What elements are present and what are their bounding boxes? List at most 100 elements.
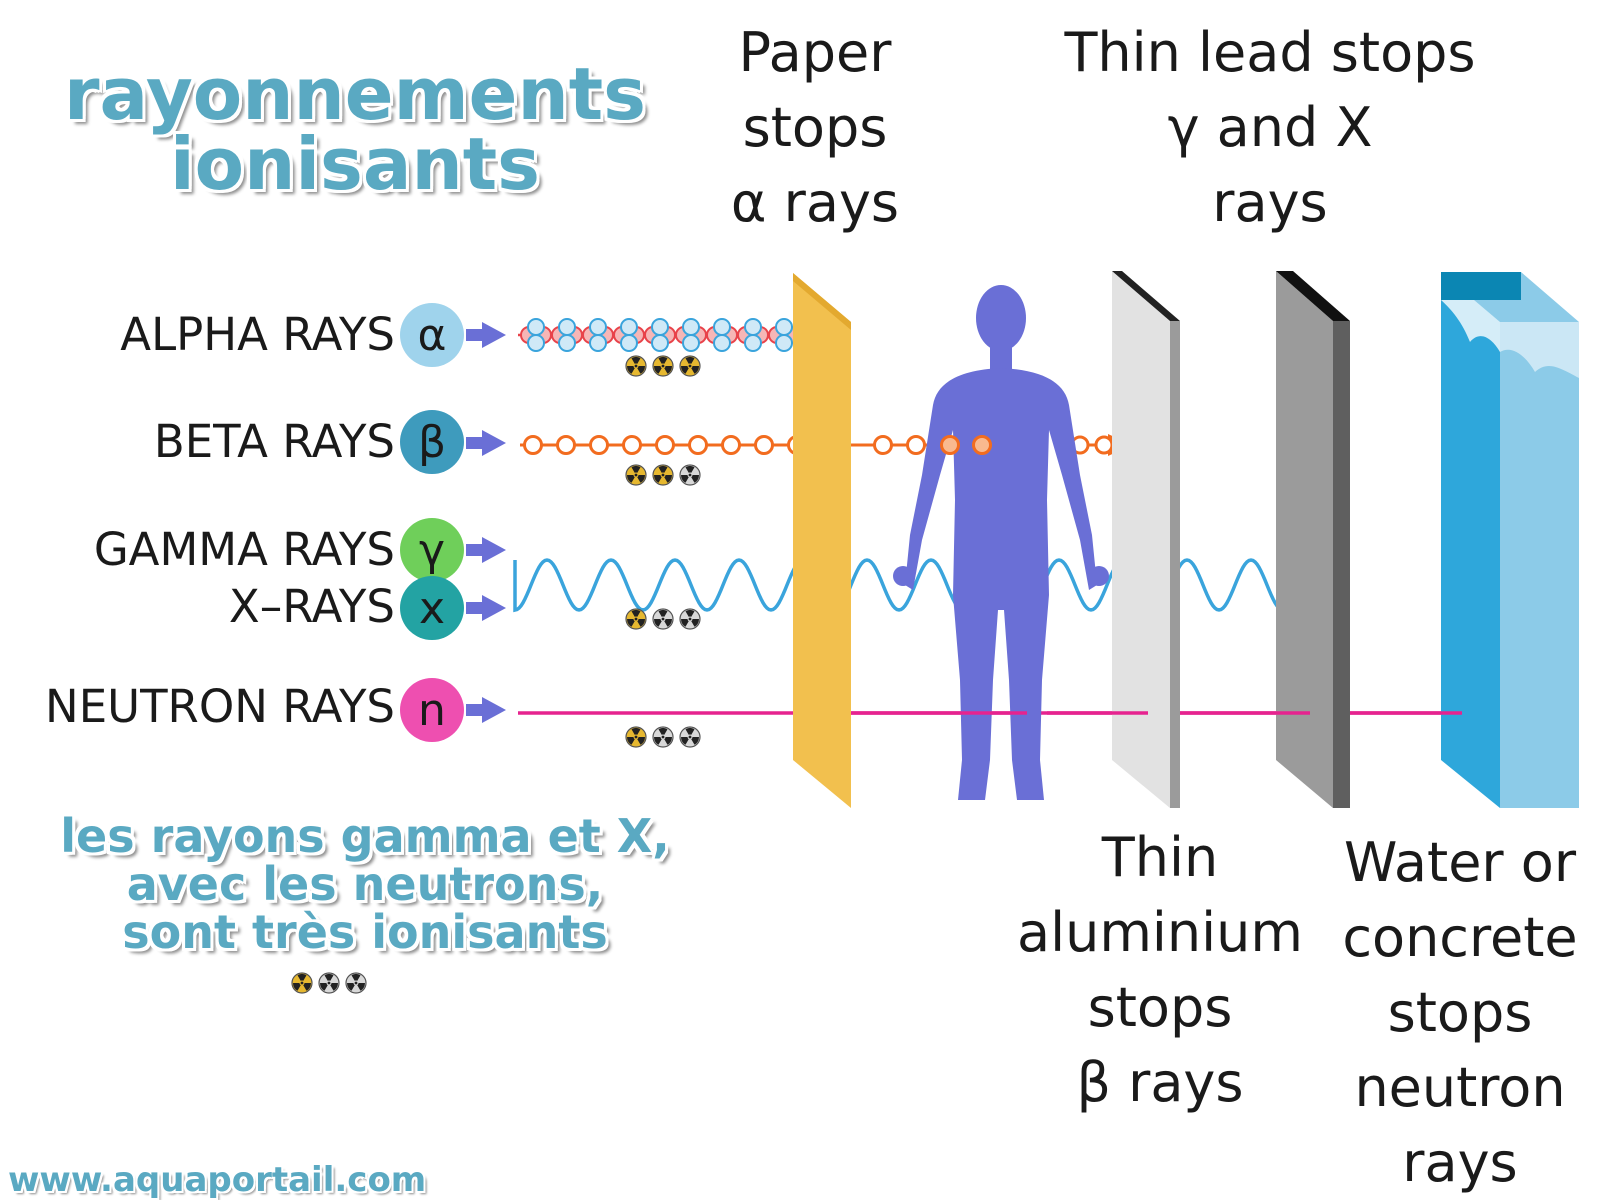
alpha-particle: [675, 318, 707, 352]
note-line-3: sont très ionisants: [122, 905, 608, 959]
note-hazard-rating: [291, 972, 367, 994]
beta-ray-label: BETA RAYS: [153, 415, 395, 468]
water-caption-line: concrete: [1342, 906, 1578, 969]
xray-symbol-badge: x: [400, 576, 464, 640]
beta-particle: [556, 435, 576, 455]
alpha-particle: [737, 318, 769, 352]
alpha-symbol-badge: α: [400, 303, 464, 367]
input-arrows: [466, 322, 506, 723]
beta-symbol-badge: β: [400, 410, 464, 474]
ionising-note: les rayons gamma et X, avec les neutrons…: [20, 812, 710, 956]
paper-caption-line: Paper: [738, 21, 892, 84]
paper-caption: Paper stops α rays: [700, 15, 930, 240]
lead-barrier: [1276, 271, 1333, 808]
lead-caption-line: γ and X: [1167, 96, 1373, 159]
title-line-1: rayonnements: [63, 52, 646, 136]
alpha-particle-stream: [518, 318, 812, 352]
paper-barrier-edge: [793, 273, 851, 330]
water-caption-line: rays: [1402, 1131, 1518, 1194]
alpha-hazard-rating: [625, 355, 701, 377]
diagram-title: rayonnements ionisants: [60, 58, 650, 200]
lead-barrier-side: [1333, 321, 1350, 808]
alpha-particle: [644, 318, 676, 352]
neutron-hazard-rating: [625, 726, 701, 748]
beta-particle: [721, 435, 741, 455]
aluminium-barrier: [1112, 271, 1170, 808]
lead-barrier-top: [1276, 271, 1350, 321]
alpha-particle: [613, 318, 645, 352]
note-line-2: avec les neutrons,: [126, 857, 604, 911]
radiation-hazard-icon: [679, 726, 701, 748]
radiation-hazard-icon: [652, 726, 674, 748]
alpha-particle: [706, 318, 738, 352]
alpha-ray-label: ALPHA RAYS: [120, 308, 395, 361]
water-caption-line: stops: [1387, 981, 1533, 1044]
radiation-hazard-icon: [625, 608, 647, 630]
lead-caption: Thin lead stops γ and X rays: [1060, 15, 1480, 240]
beta-input-arrow: [466, 430, 506, 456]
human-figure: [893, 285, 1109, 800]
radiation-hazard-icon: [652, 355, 674, 377]
beta-particle: [1094, 435, 1114, 455]
radiation-hazard-icon: [652, 608, 674, 630]
beta-particle-in-body: [940, 435, 960, 455]
xray-label: X–RAYS: [228, 580, 395, 633]
lead-caption-line: rays: [1212, 171, 1328, 234]
aluminium-caption-line: Thin: [1101, 826, 1219, 889]
aluminium-caption-line: stops: [1087, 976, 1233, 1039]
alpha-particle: [551, 318, 583, 352]
alpha-particle: [520, 318, 552, 352]
radiation-hazard-icon: [679, 608, 701, 630]
beta-particle: [523, 435, 543, 455]
radiation-hazard-icon: [625, 464, 647, 486]
alpha-input-arrow: [466, 322, 506, 348]
paper-caption-line: α rays: [730, 171, 900, 234]
beta-particle: [589, 435, 609, 455]
note-line-1: les rayons gamma et X,: [60, 809, 670, 863]
water-caption-line: Water or: [1343, 831, 1577, 894]
neutron-symbol-badge: n: [400, 678, 464, 742]
radiation-hazard-icon: [625, 726, 647, 748]
title-line-2: ionisants: [169, 122, 541, 206]
radiation-hazard-icon: [679, 355, 701, 377]
neutron-ray-label: NEUTRON RAYS: [45, 680, 395, 733]
alpha-particle: [582, 318, 614, 352]
beta-particle: [655, 435, 675, 455]
gamma-ray-label: GAMMA RAYS: [93, 523, 395, 576]
aluminium-caption: Thin aluminium stops β rays: [1010, 820, 1310, 1120]
beta-particles-on-body: [940, 435, 992, 455]
beta-particle: [906, 435, 926, 455]
radiation-hazard-icon: [625, 355, 647, 377]
paper-barrier: [793, 273, 851, 808]
gamma-input-arrow: [466, 537, 506, 563]
water-caption: Water or concrete stops neutron rays: [1330, 825, 1590, 1200]
alpha-symbol: α: [417, 309, 447, 361]
water-caption-line: neutron: [1354, 1056, 1566, 1119]
radiation-hazard-icon: [291, 972, 313, 994]
xray-symbol: x: [418, 582, 446, 634]
beta-particle: [622, 435, 642, 455]
radiation-hazard-icon: [679, 464, 701, 486]
beta-particle: [873, 435, 893, 455]
aluminium-caption-line: β rays: [1076, 1051, 1244, 1114]
aluminium-barrier-side: [1170, 321, 1180, 808]
neutron-symbol: n: [418, 684, 446, 736]
alpha-particle: [768, 318, 800, 352]
website-url[interactable]: www.aquaportail.com: [8, 1160, 427, 1200]
aluminium-barrier-top: [1112, 271, 1180, 321]
beta-symbol: β: [417, 416, 447, 468]
beta-particle: [754, 435, 774, 455]
gamma-symbol: γ: [418, 524, 446, 576]
xray-input-arrow: [466, 595, 506, 621]
radiation-hazard-icon: [345, 972, 367, 994]
beta-particle-in-body: [972, 435, 992, 455]
neutron-input-arrow: [466, 697, 506, 723]
gamma-symbol-badge: γ: [400, 518, 464, 582]
gamma-xray-hazard-rating: [625, 608, 701, 630]
beta-particle: [688, 435, 708, 455]
aluminium-caption-line: aluminium: [1017, 901, 1303, 964]
beta-hazard-rating: [625, 464, 701, 486]
paper-caption-line: stops: [742, 96, 888, 159]
radiation-hazard-icon: [318, 972, 340, 994]
